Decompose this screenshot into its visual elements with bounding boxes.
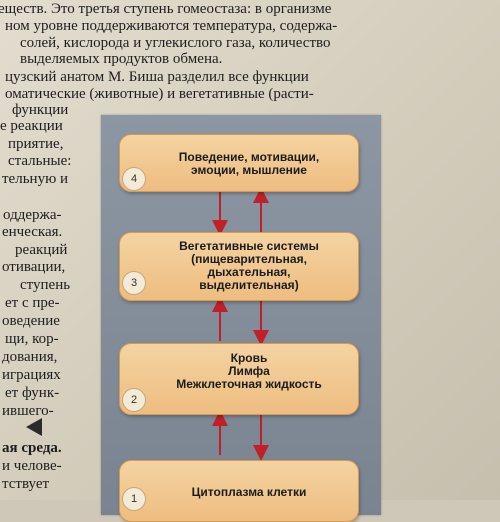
box-line: Межклеточная жидкость <box>176 377 322 391</box>
text-line: оддержа- <box>3 207 62 223</box>
text-line: приятие, <box>8 136 64 152</box>
margin-triangle-marker <box>26 418 42 436</box>
text-line: енческая. <box>2 224 63 240</box>
text-line: ет функ- <box>5 385 60 401</box>
text-line: оматические (животные) и вегетативные (р… <box>5 86 314 102</box>
text-line: оведение <box>2 313 60 329</box>
text-line: стальные: <box>8 153 72 169</box>
text-line: отивации, <box>2 259 66 275</box>
text-line: функции <box>12 102 69 118</box>
arrows-layer <box>212 187 269 461</box>
level-2-box: 2 Кровь Лимфа Межклеточная жидкость <box>119 343 359 415</box>
level-number-badge: 1 <box>122 487 146 511</box>
text-line: играциях <box>2 367 61 383</box>
text-line: ном уровне поддерживаются температура, с… <box>5 18 338 34</box>
box-line: (пищеварительная, <box>191 252 307 266</box>
level-number-badge: 3 <box>122 271 146 295</box>
text-line: тельную и <box>2 171 69 187</box>
box-line: Лимфа <box>228 364 270 378</box>
text-line: е реакции <box>0 118 63 134</box>
text-line: ступень <box>20 277 71 293</box>
text-line: щи, кор- <box>5 331 59 347</box>
text-line: цузский анатом М. Биша разделил все функ… <box>5 69 309 85</box>
text-line: ившего- <box>2 403 54 419</box>
box-line: Цитоплазма клетки <box>191 485 307 499</box>
text-line: тствует <box>2 476 50 492</box>
text-line: еществ. Это третья ступень гомеостаза: в… <box>0 1 332 17</box>
level-1-box: 1 Цитоплазма клетки <box>119 460 359 522</box>
text-line: ая среда. <box>2 440 62 456</box>
text-line: и челове- <box>2 458 62 474</box>
text-line: дования, <box>2 349 58 365</box>
text-line: реакций <box>15 242 68 258</box>
level-3-box: 3 Вегетативные системы (пищеварительная,… <box>119 232 359 301</box>
box-line: Поведение, мотивации, <box>178 150 320 164</box>
box-line: дыхательная, <box>207 265 291 279</box>
level-number-badge: 2 <box>122 388 146 412</box>
box-line: Кровь <box>230 351 268 365</box>
text-line: ет с пре- <box>5 295 60 311</box>
box-line: эмоции, мышление <box>191 163 307 177</box>
level-4-box: 4 Поведение, мотивации, эмоции, мышление <box>119 134 359 192</box>
text-line: выделяемых продуктов обмена. <box>20 51 223 67</box>
level-number-badge: 4 <box>122 167 146 191</box>
box-line: выделительная) <box>199 278 299 292</box>
homeostasis-diagram: 4 Поведение, мотивации, эмоции, мышление… <box>101 115 381 522</box>
text-line: солей, кислорода и углекислого газа, кол… <box>20 35 331 51</box>
box-line: Вегетативные системы <box>179 239 319 253</box>
